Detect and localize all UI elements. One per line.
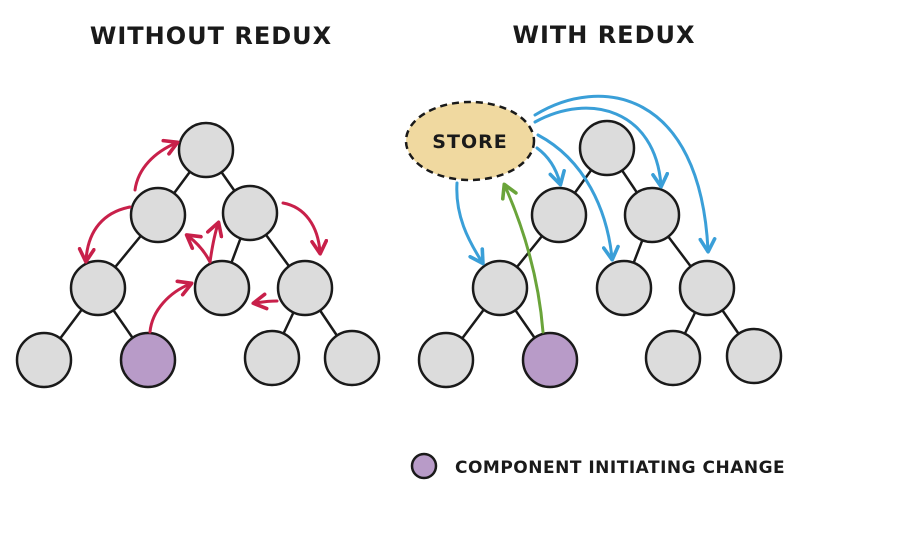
arrow-left-to-grandchild <box>77 205 132 264</box>
store-label: STORE <box>432 131 507 153</box>
arrow-mid-to-parent-b <box>205 220 224 264</box>
tree-nodes <box>417 119 783 389</box>
node <box>276 259 334 317</box>
title-with-redux: WITH REDUX <box>512 21 695 49</box>
legend-label: COMPONENT INITIATING CHANGE <box>455 458 785 478</box>
node <box>725 327 783 385</box>
store: STORE <box>404 100 536 182</box>
arrow-initiator-to-mid <box>148 279 194 334</box>
node <box>177 121 235 179</box>
node <box>623 186 681 244</box>
node <box>243 329 301 387</box>
node <box>578 119 636 177</box>
blue-arrows <box>455 94 717 266</box>
arrow-store-to-left-grandchild <box>455 181 485 266</box>
arrow-store-to-right-grandchild <box>533 94 717 254</box>
tree-edges <box>42 148 354 362</box>
tree-with-redux: STORE <box>404 94 783 389</box>
arrow-store-to-right-child <box>533 106 670 189</box>
initiator-node <box>521 331 579 389</box>
red-arrows <box>77 138 329 334</box>
arrow-initiator-to-store <box>500 182 545 334</box>
node <box>471 259 529 317</box>
store-ellipse <box>404 100 536 182</box>
node <box>323 329 381 387</box>
arrow-left-to-root <box>133 138 180 192</box>
arrow-store-to-mid-grandchild <box>536 133 620 262</box>
arrow-store-to-left-child <box>535 146 566 187</box>
node <box>15 331 73 389</box>
node <box>129 186 187 244</box>
arrow-right-to-grandchild <box>281 201 329 256</box>
arrow-mid-to-parent-a <box>184 233 212 264</box>
legend: COMPONENT INITIATING CHANGE <box>410 452 785 480</box>
node <box>221 184 279 242</box>
legend-swatch <box>410 452 438 480</box>
node <box>193 259 251 317</box>
node <box>417 331 475 389</box>
tree-nodes <box>15 121 381 389</box>
arrow-to-right-leaf <box>251 292 279 311</box>
node <box>69 259 127 317</box>
node <box>595 259 653 317</box>
tree-edges <box>444 146 756 362</box>
green-arrow <box>500 182 545 334</box>
node <box>530 186 588 244</box>
tree-without-redux <box>15 121 381 389</box>
initiator-node <box>119 331 177 389</box>
title-without-redux: WITHOUT REDUX <box>90 22 332 50</box>
node <box>644 329 702 387</box>
node <box>678 259 736 317</box>
